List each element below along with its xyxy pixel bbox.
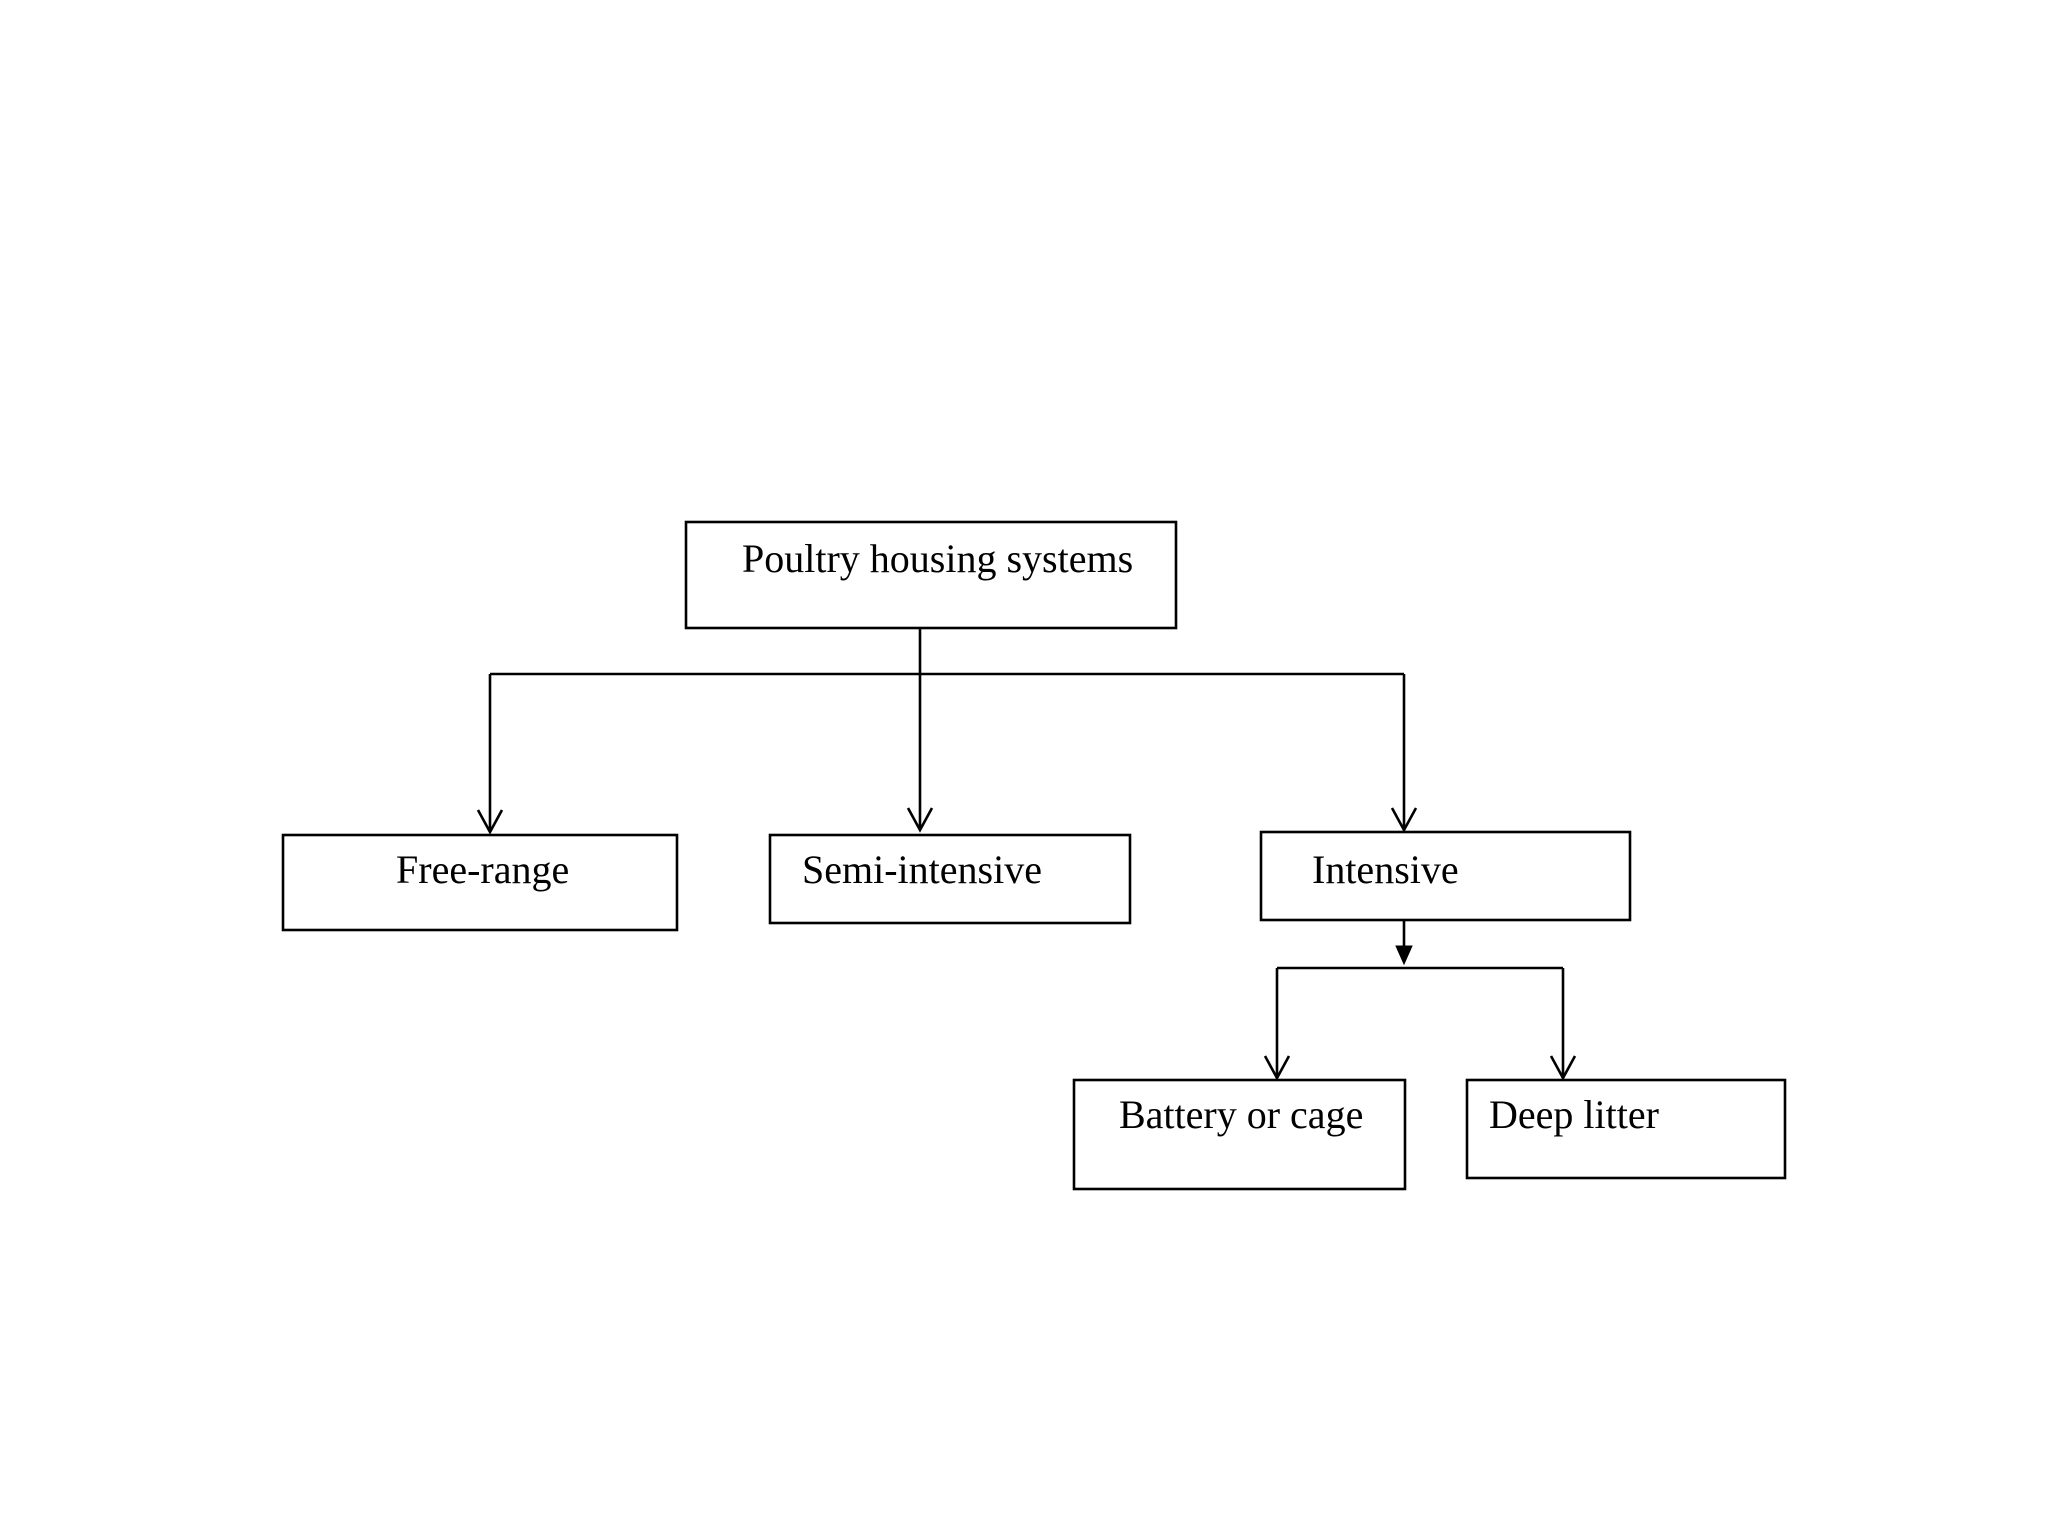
- root-connectors: [476, 628, 1418, 835]
- arrowhead-intensive-trunk: [1395, 945, 1413, 966]
- node-label-battery-or-cage: Battery or cage: [1119, 1092, 1363, 1137]
- arrowhead-free-range: [476, 809, 504, 835]
- node-free-range: Free-range: [281, 833, 679, 932]
- node-battery-or-cage: Battery or cage: [1072, 1078, 1407, 1191]
- arrowhead-deep-litter: [1549, 1055, 1577, 1081]
- arrowhead-intensive: [1390, 807, 1418, 833]
- node-label-intensive: Intensive: [1312, 847, 1459, 892]
- node-poultry-housing-systems: Poultry housing systems: [684, 520, 1178, 630]
- node-label-deep-litter: Deep litter: [1489, 1092, 1659, 1137]
- node-label-root: Poultry housing systems: [742, 536, 1133, 581]
- arrowhead-semi-intensive: [906, 807, 934, 833]
- arrowhead-battery: [1263, 1055, 1291, 1081]
- node-label-semi-intensive: Semi-intensive: [802, 847, 1042, 892]
- node-intensive: Intensive: [1259, 830, 1632, 922]
- node-semi-intensive: Semi-intensive: [768, 833, 1132, 925]
- node-label-free-range: Free-range: [396, 847, 569, 892]
- node-deep-litter: Deep litter: [1465, 1078, 1787, 1180]
- intensive-connectors: [1263, 920, 1577, 1081]
